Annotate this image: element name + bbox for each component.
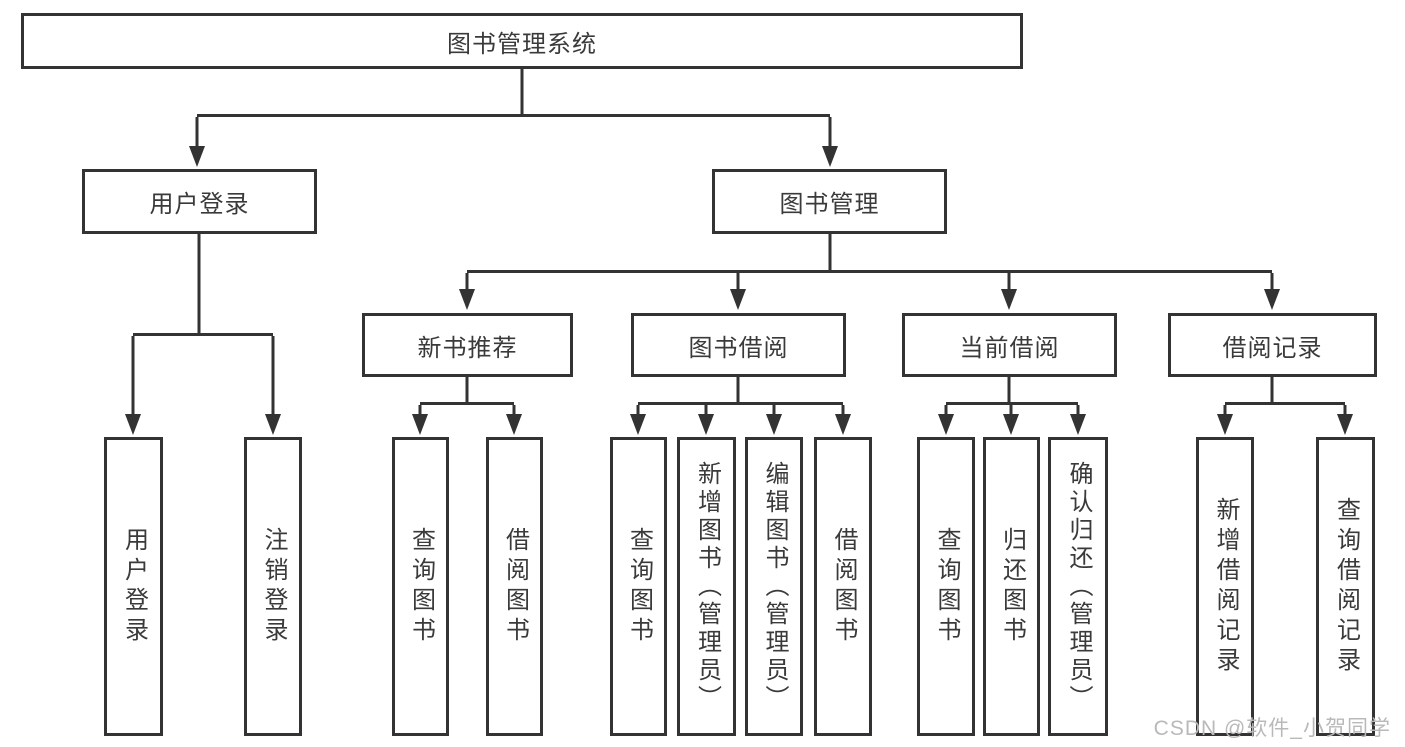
leaf-query-books-1: 查询图书: [392, 437, 449, 736]
arrowheads: [125, 146, 1353, 435]
node-user-login: 用户登录: [82, 169, 317, 234]
watermark: CSDN @软件_小贺同学: [1153, 717, 1391, 740]
node-current-borrowing: 当前借阅: [902, 313, 1117, 377]
leaf-query-borrow-record: 查询借阅记录: [1316, 437, 1375, 736]
leaf-borrow-books-1: 借阅图书: [486, 437, 543, 736]
node-borrowing-records: 借阅记录: [1168, 313, 1377, 377]
leaf-add-books-admin: 新增图书（管理员）: [677, 437, 736, 736]
leaf-user-login: 用户登录: [104, 437, 163, 736]
node-new-book-recommend: 新书推荐: [362, 313, 573, 377]
leaf-confirm-return-admin: 确认归还（管理员）: [1048, 437, 1108, 736]
leaf-edit-books-admin: 编辑图书（管理员）: [745, 437, 803, 736]
leaf-add-borrow-record: 新增借阅记录: [1196, 437, 1254, 736]
node-book-management: 图书管理: [712, 169, 947, 234]
leaf-return-books: 归还图书: [983, 437, 1040, 736]
leaf-query-books-2: 查询图书: [610, 437, 667, 736]
leaf-query-books-3: 查询图书: [917, 437, 975, 736]
leaf-borrow-books-2: 借阅图书: [814, 437, 872, 736]
connector-paths: [131, 68, 1347, 424]
leaf-logout: 注销登录: [244, 437, 302, 736]
node-book-borrowing: 图书借阅: [631, 313, 846, 377]
node-root: 图书管理系统: [21, 13, 1023, 69]
